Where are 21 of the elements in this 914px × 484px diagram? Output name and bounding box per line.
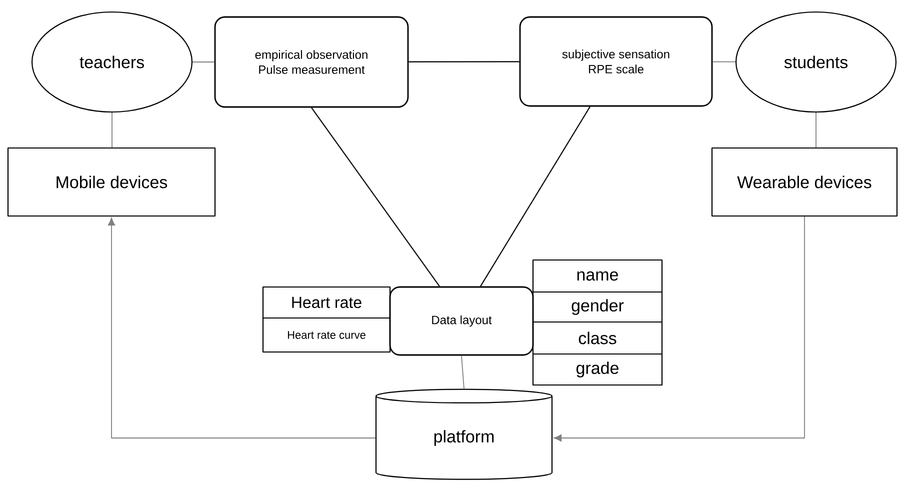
connector-line <box>408 61 520 62</box>
ellipse-node: teachers <box>31 11 193 113</box>
rounded-box: subjective sensation RPE scale <box>519 16 713 107</box>
device-box: Mobile devices <box>7 147 216 217</box>
field-box: grade <box>532 353 663 386</box>
ellipse-node: students <box>735 11 897 113</box>
connector-line <box>712 61 736 62</box>
field-box: gender <box>532 291 663 323</box>
rounded-box: empirical observation Pulse measurement <box>214 16 409 108</box>
field-box: Heart rate <box>262 286 391 319</box>
connector-line <box>461 355 464 390</box>
database-cylinder: platform <box>375 388 553 480</box>
rounded-box: Data layout <box>389 286 534 356</box>
field-box: Heart rate curve <box>262 317 391 353</box>
field-box: name <box>532 259 663 293</box>
field-box: class <box>532 321 663 355</box>
connector-line <box>311 107 440 287</box>
device-box: Wearable devices <box>711 147 898 217</box>
connector-line <box>108 218 376 438</box>
connector-line <box>554 216 805 442</box>
connector-line <box>480 106 590 287</box>
